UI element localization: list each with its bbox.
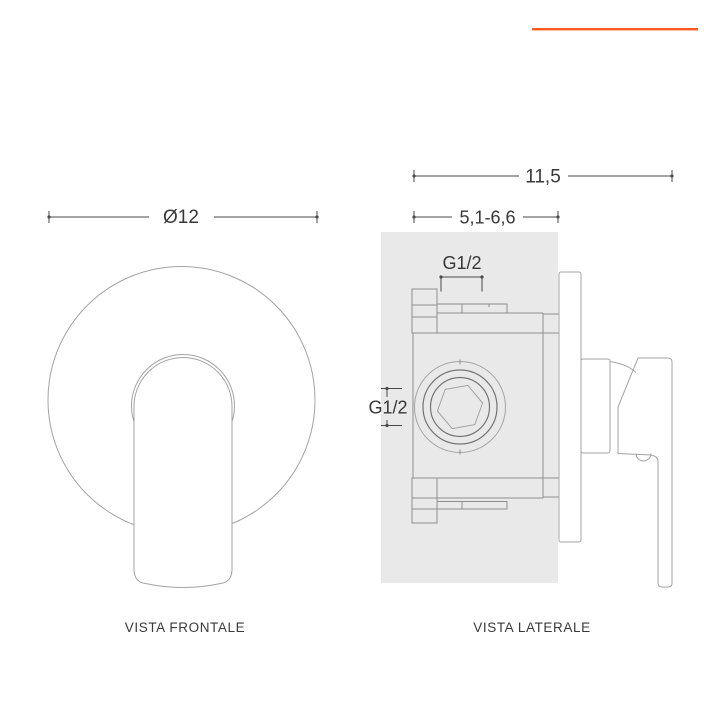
handle-collar-side <box>580 358 611 454</box>
thread-top-dimension-label: G1/2 <box>442 253 481 273</box>
thread-side-dimension-label: G1/2 <box>368 398 407 418</box>
install-depth-dimension-label: 5,1-6,6 <box>459 208 515 228</box>
thread-top-dimension: G1/2 <box>439 253 484 292</box>
total-depth-dimension-label: 11,5 <box>525 167 561 188</box>
install-depth-dimension: 5,1-6,6 <box>412 208 560 228</box>
handle-lever-side <box>617 357 673 588</box>
accent-line <box>532 28 698 31</box>
front-view-caption: VISTA FRONTALE <box>125 620 245 635</box>
wall-section <box>381 232 558 583</box>
wall-plate-side <box>558 271 582 543</box>
handle-lever-front <box>133 357 233 588</box>
diameter-dimension-label: Ø12 <box>163 207 199 228</box>
hex-socket <box>436 384 484 430</box>
diameter-dimension: Ø12 <box>47 207 319 228</box>
total-depth-dimension: 11,5 <box>412 167 674 188</box>
handle-root-arc <box>609 361 637 373</box>
cartridge-rings <box>414 359 506 455</box>
side-view: 11,5 5,1-6,6 G1/2 <box>368 167 674 588</box>
side-view-caption: VISTA LATERALE <box>473 620 590 635</box>
front-view: Ø12 <box>47 207 319 588</box>
valve-body <box>411 288 559 524</box>
handle-pivot-detail <box>635 453 652 462</box>
thread-side-dimension: G1/2 <box>368 386 408 428</box>
